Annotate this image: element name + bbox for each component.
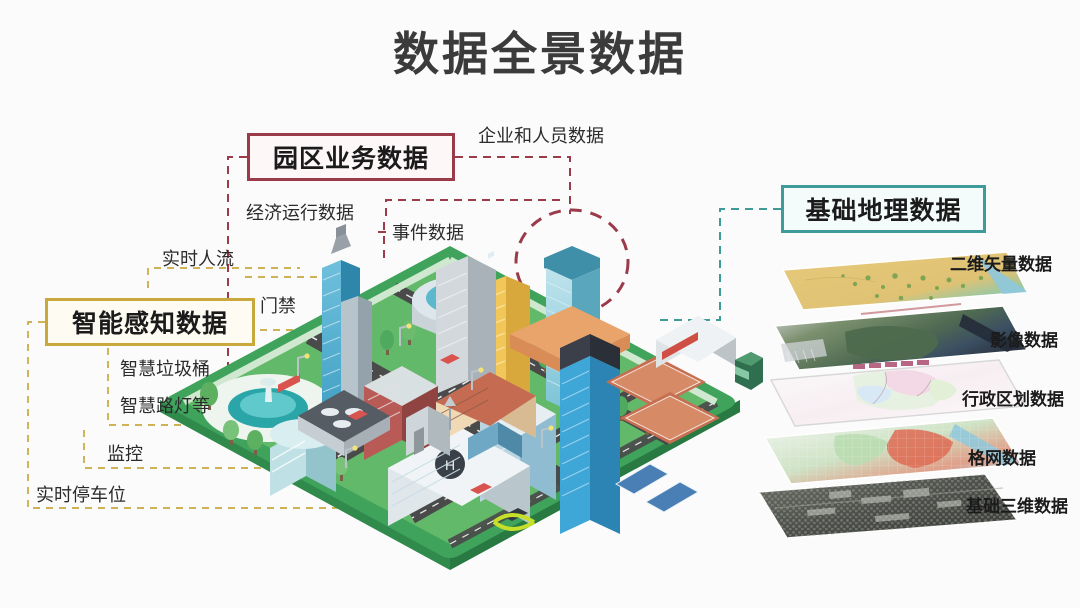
solar-panels — [614, 463, 700, 513]
map-layer-vector2d[interactable] — [781, 251, 1029, 311]
building-blue-highrise — [560, 334, 620, 534]
label-access-control: 门禁 — [260, 296, 296, 316]
category-box-park-business-label: 园区业务数据 — [272, 145, 429, 173]
building-warehouse — [656, 316, 736, 368]
map-layer-grid[interactable] — [763, 417, 1023, 485]
map-layer-imagery[interactable] — [773, 303, 1029, 371]
page-title: 数据全景数据 — [393, 28, 687, 80]
label-realtime-people-flow: 实时人流 — [162, 249, 234, 269]
category-box-base-geographic-label: 基础地理数据 — [805, 197, 962, 225]
label-map-layer-vector2d: 二维矢量数据 — [950, 255, 1052, 274]
category-box-smart-sensing[interactable]: 智能感知数据 — [45, 298, 255, 346]
category-box-smart-sensing-label: 智能感知数据 — [71, 310, 228, 338]
label-smart-trash-bin: 智慧垃圾桶 — [120, 359, 210, 379]
map-layer-stack — [735, 251, 1029, 539]
building-grey-office — [436, 256, 496, 394]
label-economic-operation-data: 经济运行数据 — [246, 203, 354, 223]
map-layer-base3d[interactable] — [757, 473, 1019, 539]
map-stack-edge-chip — [735, 352, 763, 390]
label-map-layer-grid: 格网数据 — [968, 449, 1036, 468]
sports-courts — [606, 356, 720, 444]
category-box-park-business[interactable]: 园区业务数据 — [247, 133, 455, 181]
label-event-data: 事件数据 — [392, 223, 464, 243]
label-map-layer-imagery: 影像数据 — [990, 331, 1058, 350]
map-layer-admin[interactable] — [769, 359, 1027, 427]
label-smart-street-lamp: 智慧路灯等 — [120, 396, 210, 416]
label-enterprise-personnel-data: 企业和人员数据 — [478, 126, 604, 146]
isometric-city-illustration: H — [160, 224, 740, 570]
label-map-layer-admin: 行政区划数据 — [962, 390, 1064, 409]
label-map-layer-base3d: 基础三维数据 — [966, 497, 1068, 516]
label-surveillance: 监控 — [107, 444, 143, 464]
category-box-base-geographic[interactable]: 基础地理数据 — [781, 185, 986, 233]
label-realtime-parking-space: 实时停车位 — [36, 485, 126, 505]
